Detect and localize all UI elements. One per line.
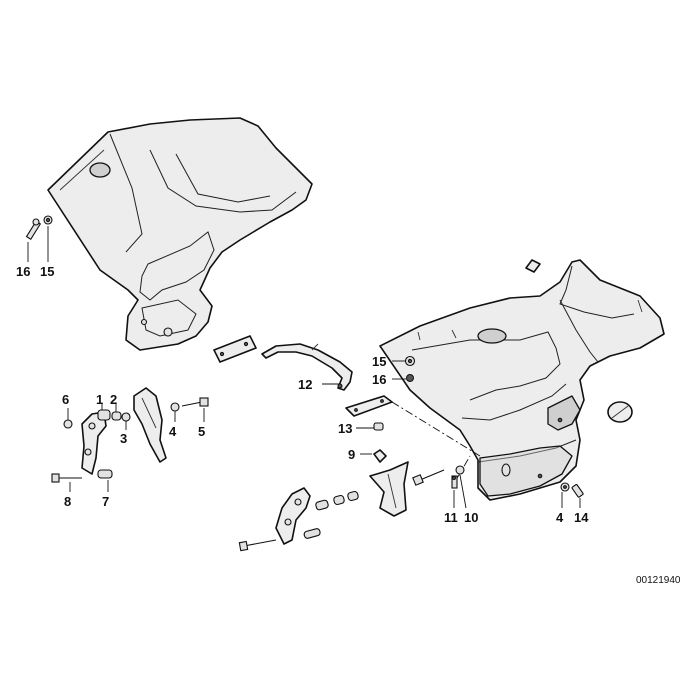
label-14: 14 [574, 510, 589, 525]
label-7: 7 [102, 494, 109, 509]
mounting-plate [213, 335, 257, 363]
label-6: 6 [62, 392, 69, 407]
right-washer-15 [404, 355, 416, 367]
bolt-11 [451, 475, 458, 489]
bolt-8 [51, 473, 82, 483]
label-9: 9 [348, 447, 355, 462]
drawing-reference: 00121940 [636, 575, 681, 586]
label-16-right: 16 [372, 372, 386, 387]
assembly-line [391, 401, 481, 457]
washer-4-left [170, 402, 180, 412]
plate-13 [345, 395, 393, 417]
label-3: 3 [120, 431, 127, 446]
assembly-line-2 [455, 455, 471, 481]
clip-tab [525, 259, 541, 273]
spacer-7 [97, 469, 113, 479]
left-washer-15 [43, 215, 53, 225]
washer-10 [455, 465, 465, 475]
bolt-5 [181, 397, 209, 407]
label-15-right: 15 [372, 354, 386, 369]
right-nut-16 [406, 374, 414, 382]
nut-13 [373, 422, 384, 431]
label-10: 10 [464, 510, 478, 525]
side-bracket [369, 461, 409, 517]
label-5: 5 [198, 424, 205, 439]
bolt-lower [238, 539, 277, 552]
label-8: 8 [64, 494, 71, 509]
label-11: 11 [444, 510, 458, 525]
nut-6 [63, 419, 73, 429]
left-fairing-panel [47, 117, 313, 351]
holder-bar-12 [261, 343, 353, 391]
spacer-2 [111, 411, 122, 421]
label-4-left: 4 [169, 424, 177, 439]
screw-14 [571, 484, 584, 498]
washer-3 [121, 412, 131, 422]
label-1: 1 [96, 392, 103, 407]
bracket-plate [133, 387, 167, 463]
label-2: 2 [110, 392, 117, 407]
label-15-left: 15 [40, 264, 54, 279]
footrest-bracket-6 [81, 411, 107, 475]
long-bolt [412, 469, 445, 486]
footrest-bracket-lower [275, 487, 311, 545]
clip-9 [373, 449, 387, 463]
label-4-right: 4 [556, 510, 564, 525]
grommet [607, 401, 633, 423]
washer-4-right [560, 482, 570, 492]
label-12: 12 [298, 377, 312, 392]
spacer-set-lower [303, 490, 359, 539]
bushing-1 [97, 409, 111, 421]
right-fairing-panel [379, 259, 665, 501]
label-16-left: 16 [16, 264, 30, 279]
label-13: 13 [338, 421, 352, 436]
left-screw-16 [25, 218, 42, 240]
